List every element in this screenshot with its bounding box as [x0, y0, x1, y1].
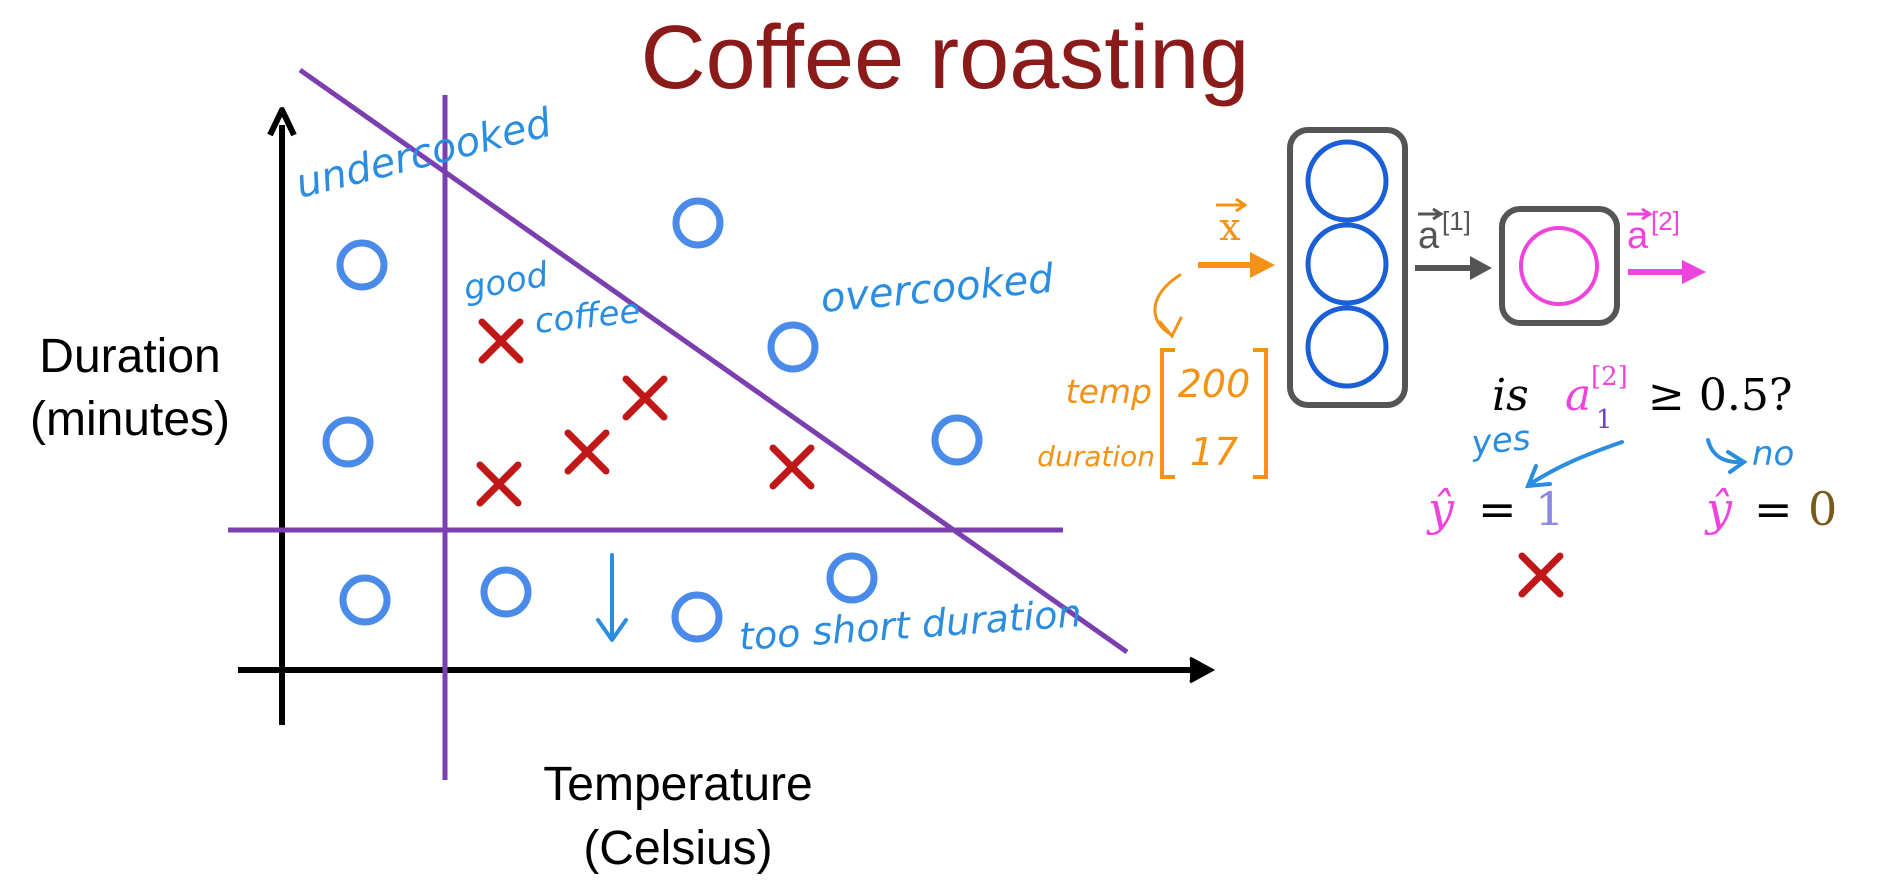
x-axis-label-line1: Temperature — [543, 758, 812, 811]
circle-marker — [322, 416, 374, 468]
x-axis-arrowhead — [1189, 656, 1216, 684]
decision-question-prefix: is — [1492, 370, 1529, 421]
threshold-decision: is a [2] 1 ≥ 0.5? yes ŷ = 1 no ŷ = 0 — [1426, 362, 1837, 598]
good-roast-markers — [476, 318, 815, 507]
circle-marker — [672, 197, 724, 249]
output-unit — [1519, 226, 1599, 306]
cross-marker — [622, 375, 668, 421]
no-arrow-icon — [1706, 438, 1748, 474]
output-layer-frame — [1499, 206, 1620, 326]
input-vector-arrow-icon — [1216, 197, 1248, 213]
down-arrow-icon — [596, 553, 628, 642]
scatter-plot: undercooked good coffee overcooked too s… — [30, 67, 1216, 875]
good-coffee-label-line2: coffee — [533, 291, 642, 342]
hidden-to-output-arrowhead — [1470, 256, 1492, 280]
hidden-unit-1 — [1305, 139, 1389, 223]
no-label: no — [1752, 434, 1794, 474]
hidden-activation-label: a — [1418, 215, 1440, 257]
bad-roast-markers — [322, 197, 983, 643]
yes-result-value: 1 — [1535, 482, 1564, 536]
circle-marker — [931, 414, 983, 466]
y-axis-arrowhead — [267, 107, 297, 137]
no-result-lhs: ŷ — [1704, 482, 1733, 536]
output-arrowhead — [1682, 260, 1706, 284]
example-vector-left-bracket — [1160, 348, 1175, 479]
input-arrowhead — [1250, 252, 1275, 278]
output-activation-superscript: [2] — [1651, 206, 1680, 236]
yes-label: yes — [1469, 418, 1533, 464]
circle-marker — [671, 591, 723, 643]
output-activation-vector-icon — [1627, 207, 1653, 221]
output-activation-label: a — [1627, 215, 1649, 257]
cross-marker — [476, 461, 522, 507]
example-temp-value: 200 — [1178, 362, 1251, 406]
example-duration-value: 17 — [1190, 430, 1238, 474]
predicted-good-cross-marker — [1518, 552, 1564, 598]
circle-marker — [339, 574, 391, 626]
decision-question-sup: [2] — [1591, 362, 1628, 392]
y-axis-label-line1: Duration — [39, 330, 220, 383]
too-short-duration-label: too short duration — [738, 591, 1083, 659]
undercooked-label: undercooked — [291, 100, 556, 208]
circle-marker — [480, 566, 532, 618]
circle-marker — [336, 239, 388, 291]
decision-question-var: a — [1565, 370, 1591, 421]
decision-question-suffix: ≥ 0.5? — [1648, 370, 1792, 421]
example-temp-name: temp — [1066, 372, 1152, 411]
yes-result-eq: = — [1478, 482, 1517, 536]
cross-marker — [769, 444, 815, 490]
hidden-activation-vector-icon — [1418, 207, 1444, 221]
y-axis-label-line2: (minutes) — [30, 393, 230, 446]
cross-marker — [478, 318, 524, 364]
overcook-diagonal-line — [298, 67, 1129, 655]
overcooked-label: overcooked — [819, 256, 1056, 322]
hidden-unit-3 — [1305, 305, 1389, 389]
hidden-activation-superscript: [1] — [1442, 206, 1471, 236]
circle-marker — [767, 321, 819, 373]
example-vector-right-bracket — [1253, 348, 1268, 479]
no-result-value: 0 — [1808, 482, 1837, 536]
no-result-eq: = — [1754, 482, 1793, 536]
slide-title: Coffee roasting — [641, 8, 1250, 108]
hidden-layer-frame — [1287, 127, 1408, 408]
example-pointer-arrow-icon — [1153, 273, 1183, 339]
circle-marker — [826, 552, 878, 604]
yes-result-lhs: ŷ — [1426, 482, 1455, 536]
decision-question-sub: 1 — [1596, 405, 1613, 435]
neural-network-diagram: x a [1] a [2] temp 200 duration 17 — [1037, 127, 1706, 479]
example-duration-name: duration — [1037, 440, 1155, 473]
cross-marker — [564, 429, 610, 475]
hidden-unit-2 — [1305, 222, 1389, 306]
input-x-label: x — [1219, 205, 1240, 249]
x-axis-label-line2: (Celsius) — [583, 822, 772, 875]
yes-arrow-icon — [1524, 440, 1624, 489]
